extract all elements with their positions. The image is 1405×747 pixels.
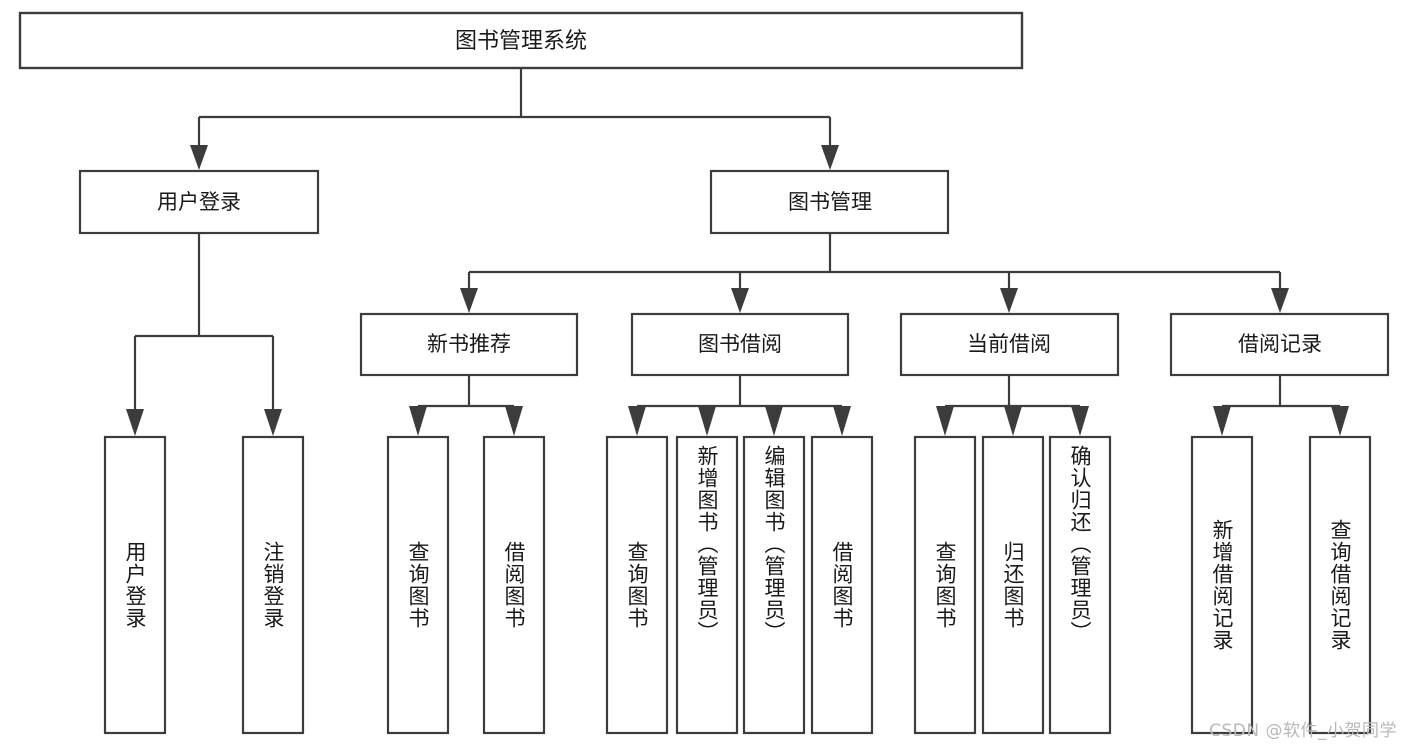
node-root-box[interactable] (18, 11, 1024, 70)
node-user-login[interactable]: 用户登录 (78, 169, 320, 235)
connector-group-user-login-children (126, 233, 282, 436)
arrow-head-leaf-user-login (126, 409, 144, 436)
connector-group-borrow-record-children (1213, 375, 1349, 436)
arrow-head-leaf-add-record (1213, 406, 1231, 436)
node-book-management[interactable]: 图书管理 (709, 169, 950, 235)
connector-group-root-to-level2 (190, 68, 839, 170)
arrow-head-leaf-logout (264, 409, 282, 436)
arrow-head-leaf-borrow-book-2 (833, 406, 851, 436)
node-borrow-record-label: 借阅记录 (1238, 332, 1322, 356)
leaf-box-query-book-3[interactable] (913, 435, 977, 735)
node-book-borrow[interactable]: 图书借阅 (630, 312, 850, 377)
arrow-head-borrow (731, 288, 749, 313)
arrow-head-leaf-query-book-2 (628, 406, 646, 436)
leaf-box-query-book-1[interactable] (386, 435, 450, 735)
arrow-head-leaf-borrow-book-1 (505, 406, 523, 436)
node-book-management-label: 图书管理 (788, 190, 872, 214)
arrow-head-borrow-record (1271, 288, 1289, 313)
node-new-book-recommend-label: 新书推荐 (427, 332, 511, 356)
connector-group-book-mgmt-children (460, 233, 1289, 313)
node-borrow-record[interactable]: 借阅记录 (1169, 312, 1390, 377)
node-current-borrow-label: 当前借阅 (967, 332, 1051, 356)
leaf-box-borrow-book-2[interactable] (810, 435, 874, 735)
node-new-book-recommend-box[interactable] (359, 312, 579, 377)
arrow-head-leaf-query-book-3 (936, 406, 954, 436)
csdn-watermark: CSDN @软件_小贺同学 (1209, 721, 1397, 741)
leaf-box-borrow-book-1[interactable] (482, 435, 546, 735)
leaf-box-confirm-return[interactable] (1048, 435, 1112, 735)
arrow-head-leaf-query-book-1 (409, 406, 427, 436)
leaf-box-edit-book[interactable] (742, 435, 806, 735)
arrow-head-new-books (460, 288, 478, 313)
connector-group-borrow-children (628, 375, 851, 436)
leaf-box-user-login[interactable] (103, 435, 167, 735)
leaf-box-query-book-2[interactable] (605, 435, 669, 735)
connector-group-current-borrow-children (936, 375, 1089, 436)
arrow-head-book-mgmt (821, 145, 839, 170)
arrow-head-leaf-add-book (698, 406, 716, 436)
arrow-head-leaf-edit-book (765, 406, 783, 436)
node-new-book-recommend[interactable]: 新书推荐 (359, 312, 579, 377)
arrow-head-user-login (190, 145, 208, 170)
node-root[interactable]: 图书管理系统 (18, 11, 1024, 70)
leaf-box-logout[interactable] (241, 435, 305, 735)
connector-group-new-books-children (409, 375, 523, 436)
leaf-box-return-book[interactable] (981, 435, 1045, 735)
node-book-management-box[interactable] (709, 169, 950, 235)
leaf-box-query-borrow-record[interactable] (1308, 435, 1372, 735)
arrow-head-leaf-confirm-return (1071, 406, 1089, 436)
node-user-login-label: 用户登录 (157, 190, 241, 214)
node-borrow-record-box[interactable] (1169, 312, 1390, 377)
node-book-borrow-label: 图书借阅 (698, 332, 782, 356)
node-root-label: 图书管理系统 (455, 29, 587, 54)
leaf-box-add-borrow-record[interactable] (1190, 435, 1254, 735)
leaf-box-add-book[interactable] (675, 435, 739, 735)
node-current-borrow-box[interactable] (899, 312, 1120, 377)
node-user-login-box[interactable] (78, 169, 320, 235)
arrow-head-leaf-query-record (1331, 406, 1349, 436)
arrow-head-leaf-return-book (1004, 406, 1022, 436)
node-current-borrow[interactable]: 当前借阅 (899, 312, 1120, 377)
arrow-head-current-borrow (1000, 288, 1018, 313)
node-book-borrow-box[interactable] (630, 312, 850, 377)
